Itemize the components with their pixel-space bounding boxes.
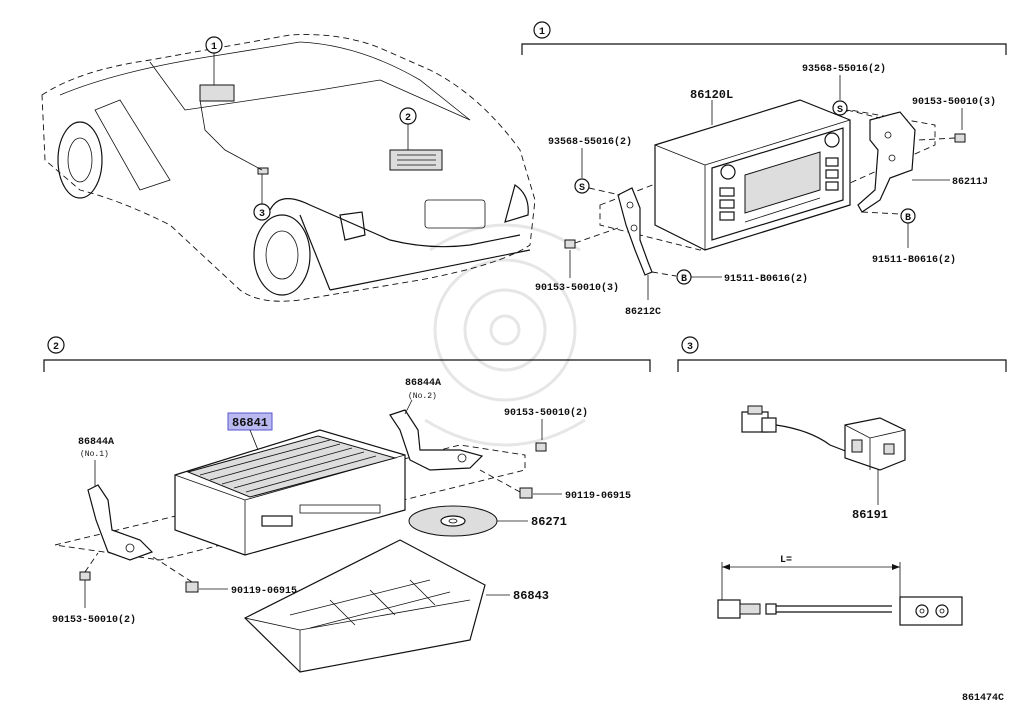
cover-86843[interactable] <box>243 539 486 673</box>
svg-text:2: 2 <box>53 342 59 353</box>
car-illustration <box>41 34 536 302</box>
bracket-86211j[interactable] <box>857 111 916 213</box>
disc-86271[interactable] <box>408 505 498 537</box>
label-86211j[interactable]: 86211J <box>952 177 988 188</box>
usb-jack-86191[interactable] <box>741 405 906 471</box>
svg-text:1: 1 <box>211 42 217 53</box>
label-86191[interactable]: 86191 <box>852 508 888 522</box>
label-86844a-no1-note: (No.1) <box>80 450 109 459</box>
marker-s-right: S <box>832 100 848 116</box>
section-1-marker: 1 <box>533 21 551 39</box>
diagram-code: 861474C <box>962 693 1004 704</box>
car-callout-1[interactable]: 1 <box>205 36 223 85</box>
svg-text:B: B <box>905 213 911 224</box>
changer-unit-86841[interactable] <box>174 429 406 556</box>
label-93568-55016-right[interactable]: 93568-55016(2) <box>802 63 886 75</box>
label-90153-50010-right[interactable]: 90153-50010(3) <box>912 96 996 108</box>
car-head-unit <box>199 84 235 102</box>
label-86844a-no2[interactable]: 86844A <box>405 378 441 389</box>
section-2-marker: 2 <box>47 336 65 354</box>
car-callout-3[interactable]: 3 <box>253 174 271 221</box>
car-callout-2[interactable]: 2 <box>399 107 417 150</box>
section-3-marker: 3 <box>681 336 699 354</box>
label-90153-50010-top[interactable]: 90153-50010(2) <box>504 407 588 419</box>
svg-text:3: 3 <box>687 342 693 353</box>
watermark-emblem <box>424 223 586 447</box>
label-90153-50010-bottom[interactable]: 90153-50010(2) <box>52 614 136 626</box>
label-90153-50010-left[interactable]: 90153-50010(3) <box>535 282 619 294</box>
svg-text:S: S <box>837 105 843 116</box>
label-90119-06915-right[interactable]: 90119-06915 <box>565 491 631 502</box>
svg-text:3: 3 <box>259 209 265 220</box>
bolt-top-right-icon <box>954 133 966 143</box>
label-86120l[interactable]: 86120L <box>690 88 733 102</box>
bracket-86844a-no1[interactable] <box>87 484 154 561</box>
section-3: 3 86191 L= <box>677 336 1007 626</box>
marker-s-left: S <box>574 178 590 194</box>
bolt-bottom-left-icon <box>79 571 91 581</box>
head-unit-86120l[interactable] <box>654 99 851 251</box>
label-93568-55016-left[interactable]: 93568-55016(2) <box>548 136 632 148</box>
label-90119-06915-left[interactable]: 90119-06915 <box>231 586 297 597</box>
label-length: L= <box>780 555 792 566</box>
length-dimension <box>721 562 901 600</box>
label-86844a-no1[interactable]: 86844A <box>78 437 114 448</box>
usb-cable-assembly[interactable] <box>717 596 963 626</box>
bolt-top-icon <box>535 442 547 452</box>
section-1: 1 86120L 86211J <box>521 21 1007 318</box>
label-86271[interactable]: 86271 <box>531 515 567 529</box>
label-86844a-no2-note: (No.2) <box>408 392 437 401</box>
bolt-right-icon <box>519 487 533 499</box>
label-86841[interactable]: 86841 <box>232 416 268 430</box>
svg-text:1: 1 <box>539 27 545 38</box>
bracket-86212c[interactable] <box>617 187 653 276</box>
svg-text:2: 2 <box>405 113 411 124</box>
bolt-left-icon <box>564 239 576 249</box>
marker-b-right: B <box>900 208 916 224</box>
section-2: 2 86841 86844A (No.1) 86844A (No.2) <box>43 336 651 673</box>
label-86843[interactable]: 86843 <box>513 589 549 603</box>
bolt-left-lower-icon <box>185 581 199 593</box>
marker-b-center: B <box>676 269 692 285</box>
label-86212c[interactable]: 86212C <box>625 307 661 318</box>
bracket-86844a-no2[interactable] <box>389 409 484 471</box>
svg-text:B: B <box>681 274 687 285</box>
label-91511-b0616-right[interactable]: 91511-B0616(2) <box>872 254 956 266</box>
car-jack <box>257 167 269 175</box>
svg-text:S: S <box>579 183 585 194</box>
label-91511-b0616-center[interactable]: 91511-B0616(2) <box>724 273 808 285</box>
